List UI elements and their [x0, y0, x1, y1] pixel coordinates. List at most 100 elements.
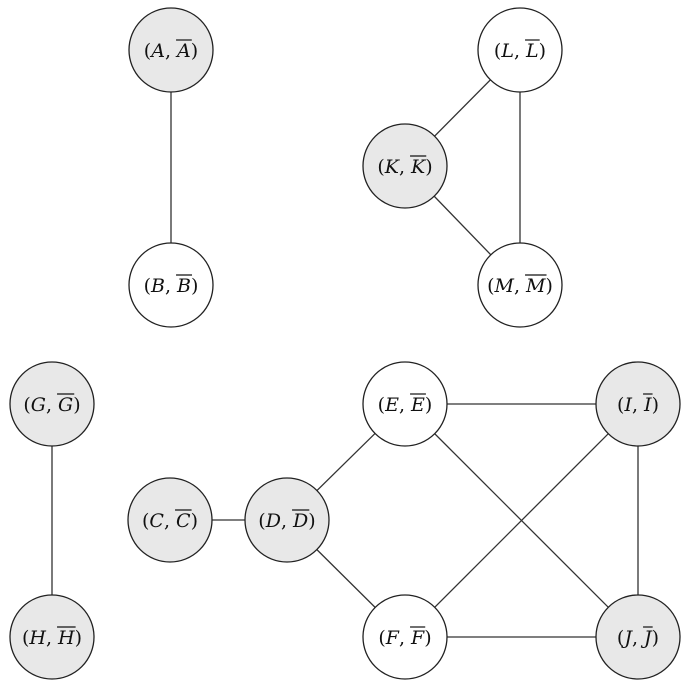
label-letter: E — [384, 394, 399, 416]
label-open-paren: ( — [378, 394, 385, 416]
label-letter: D — [265, 510, 281, 532]
label-close-paren: ) — [424, 627, 431, 649]
node-label: (K, K) — [377, 156, 432, 178]
label-letter-complement: K — [410, 156, 427, 178]
label-letter-complement: G — [58, 394, 73, 416]
label-letter: F — [385, 627, 400, 649]
label-comma: , — [281, 510, 293, 532]
label-open-paren: ( — [23, 394, 30, 416]
label-close-paren: ) — [539, 40, 546, 62]
node-label: (J, J) — [617, 627, 659, 649]
label-letter-complement: B — [176, 275, 191, 297]
label-comma: , — [632, 394, 644, 416]
label-open-paren: ( — [487, 275, 494, 297]
node-circle — [595, 361, 681, 447]
label-comma: , — [399, 156, 411, 178]
label-open-paren: ( — [258, 510, 265, 532]
node-circle — [595, 594, 681, 680]
label-close-paren: ) — [652, 627, 659, 649]
node-c: (C, C) — [127, 477, 213, 563]
label-close-paren: ) — [191, 275, 198, 297]
label-letter-complement: E — [410, 394, 425, 416]
label-comma: , — [399, 627, 411, 649]
node-label: (L, L) — [494, 40, 546, 62]
label-close-paren: ) — [546, 275, 553, 297]
label-close-paren: ) — [425, 394, 432, 416]
label-letter: H — [28, 627, 46, 649]
label-close-paren: ) — [425, 156, 432, 178]
label-comma: , — [164, 510, 176, 532]
label-open-paren: ( — [494, 40, 501, 62]
node-b: (B, B) — [128, 242, 214, 328]
label-comma: , — [632, 627, 644, 649]
label-letter-complement: F — [410, 627, 425, 649]
node-e: (E, E) — [362, 361, 448, 447]
node-m: (M, M) — [477, 242, 563, 328]
label-letter-complement: I — [643, 394, 652, 416]
node-label: (D, D) — [258, 510, 315, 532]
node-circle — [9, 361, 95, 447]
node-l: (L, L) — [477, 7, 563, 93]
label-close-paren: ) — [73, 394, 80, 416]
label-letter-complement: D — [292, 510, 308, 532]
label-open-paren: ( — [378, 627, 385, 649]
node-label: (F, F) — [378, 627, 431, 649]
label-comma: , — [514, 40, 526, 62]
label-open-paren: ( — [144, 275, 151, 297]
label-close-paren: ) — [191, 40, 198, 62]
label-comma: , — [165, 275, 177, 297]
label-letter: K — [384, 156, 401, 178]
label-letter: C — [149, 510, 164, 532]
label-letter: L — [500, 40, 514, 62]
node-circle — [362, 361, 448, 447]
label-letter: A — [149, 40, 165, 62]
label-comma: , — [514, 275, 526, 297]
node-a: (A, A) — [128, 7, 214, 93]
node-label: (C, C) — [142, 510, 198, 532]
node-label: (M, M) — [487, 275, 553, 297]
nodes-layer: (A, A)(B, B)(L, L)(K, K)(M, M)(G, G)(H, … — [9, 7, 681, 680]
label-letter-complement: L — [525, 40, 539, 62]
node-label: (I, I) — [617, 394, 659, 416]
node-j: (J, J) — [595, 594, 681, 680]
label-comma: , — [46, 627, 58, 649]
label-letter-complement: C — [176, 510, 191, 532]
label-close-paren: ) — [191, 510, 198, 532]
label-letter-complement: M — [525, 275, 546, 297]
label-letter: B — [150, 275, 165, 297]
node-circle — [127, 477, 213, 563]
label-close-paren: ) — [308, 510, 315, 532]
label-open-paren: ( — [142, 510, 149, 532]
label-open-paren: ( — [617, 394, 624, 416]
node-circle — [128, 7, 214, 93]
label-letter: I — [623, 394, 632, 416]
node-k: (K, K) — [362, 123, 448, 209]
node-label: (E, E) — [378, 394, 433, 416]
label-comma: , — [165, 40, 177, 62]
label-letter-complement: J — [640, 627, 653, 649]
node-label: (G, G) — [23, 394, 80, 416]
node-circle — [128, 242, 214, 328]
node-circle — [362, 123, 448, 209]
label-comma: , — [46, 394, 58, 416]
label-comma: , — [399, 394, 411, 416]
node-circle — [477, 242, 563, 328]
node-circle — [362, 594, 448, 680]
node-h: (H, H) — [9, 594, 95, 680]
label-close-paren: ) — [652, 394, 659, 416]
label-letter-complement: H — [57, 627, 75, 649]
label-close-paren: ) — [75, 627, 82, 649]
node-g: (G, G) — [9, 361, 95, 447]
node-i: (I, I) — [595, 361, 681, 447]
label-open-paren: ( — [144, 40, 151, 62]
node-label: (A, A) — [144, 40, 198, 62]
node-label: (H, H) — [22, 627, 82, 649]
node-circle — [244, 477, 330, 563]
node-f: (F, F) — [362, 594, 448, 680]
label-open-paren: ( — [22, 627, 29, 649]
label-open-paren: ( — [617, 627, 624, 649]
label-letter: J — [620, 627, 633, 649]
node-label: (B, B) — [144, 275, 199, 297]
node-d: (D, D) — [244, 477, 330, 563]
